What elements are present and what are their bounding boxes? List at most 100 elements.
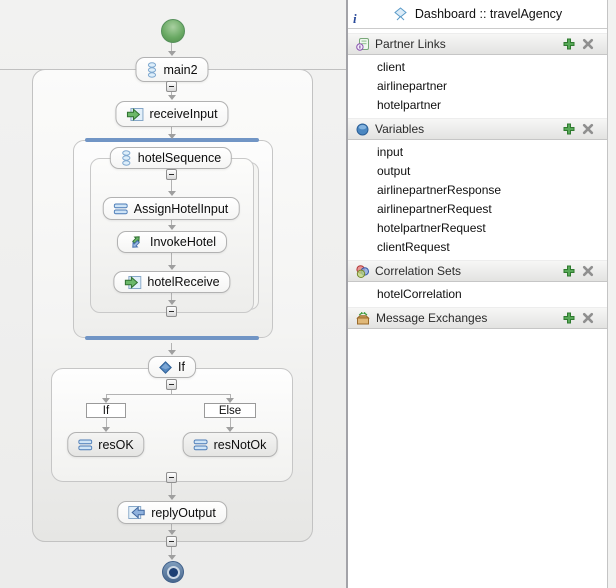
activity-hotelSequence[interactable]: hotelSequence — [109, 147, 233, 169]
activity-label: resOK — [98, 437, 134, 452]
remove-icon[interactable] — [581, 38, 594, 51]
navigator-panel: i Dashboard :: travelAgency Partner Link… — [348, 0, 607, 588]
section-correlation-sets[interactable]: Correlation Sets — [348, 260, 607, 282]
list-item[interactable]: hotelCorrelation — [377, 287, 462, 301]
connector-arrowhead — [168, 350, 176, 355]
remove-icon[interactable] — [581, 123, 594, 136]
collapse-toggle[interactable] — [166, 81, 177, 92]
activity-replyOutput[interactable]: replyOutput — [117, 501, 227, 524]
list-item[interactable]: hotelpartner — [377, 98, 442, 112]
add-icon[interactable] — [562, 312, 575, 325]
if-container[interactable] — [51, 368, 293, 482]
else-branch-label[interactable]: Else — [204, 403, 256, 418]
activity-resOK[interactable]: resOK — [67, 432, 145, 457]
collapse-toggle[interactable] — [166, 536, 177, 547]
assign-icon — [78, 439, 93, 451]
activity-InvokeHotel[interactable]: InvokeHotel — [116, 231, 228, 253]
branch-connector — [106, 394, 231, 395]
splitter-divider[interactable] — [346, 0, 348, 588]
list-item[interactable]: airlinepartner — [377, 79, 448, 93]
connector-arrowhead — [168, 300, 176, 305]
reply-icon — [128, 505, 145, 520]
connector — [171, 547, 172, 556]
list-item[interactable]: output — [377, 164, 411, 178]
sequence-icon — [146, 61, 157, 78]
list-item[interactable]: airlinepartnerRequest — [377, 202, 492, 216]
correlation-sets-list: hotelCorrelation — [348, 282, 607, 307]
add-icon[interactable] — [562, 38, 575, 51]
connector — [230, 417, 231, 428]
connector-arrowhead — [168, 530, 176, 535]
dashboard-icon — [393, 7, 408, 21]
connector — [171, 483, 172, 496]
connector — [171, 293, 172, 301]
list-item[interactable]: client — [377, 60, 406, 74]
remove-icon[interactable] — [581, 265, 594, 278]
connector-arrowhead — [168, 555, 176, 560]
list-item[interactable]: input — [377, 145, 404, 159]
if-diamond-icon — [159, 360, 172, 374]
activity-label: hotelSequence — [137, 151, 222, 165]
process-start-node[interactable] — [161, 19, 185, 43]
scrollbar-track[interactable] — [607, 0, 616, 588]
add-icon[interactable] — [562, 123, 575, 136]
activity-label: main2 — [163, 62, 198, 77]
connector — [171, 220, 172, 226]
collapse-toggle[interactable] — [166, 306, 177, 317]
assign-icon — [113, 203, 128, 215]
flow-bottom-accent — [85, 336, 259, 340]
section-label: Message Exchanges — [376, 311, 488, 325]
message-exchanges-icon — [356, 311, 370, 325]
process-end-node[interactable] — [162, 561, 184, 583]
message-exchanges-list — [348, 329, 607, 335]
partner-links-list: client airlinepartner hotelpartner — [348, 55, 607, 118]
activity-main2[interactable]: main2 — [135, 57, 209, 82]
remove-icon[interactable] — [581, 312, 594, 325]
sequence-icon — [121, 150, 132, 166]
collapse-toggle[interactable] — [166, 379, 177, 390]
connector-arrowhead — [102, 398, 110, 403]
connector — [106, 394, 107, 399]
activity-label: receiveInput — [149, 107, 218, 121]
if-branch-label[interactable]: If — [86, 403, 126, 418]
activity-receiveInput[interactable]: receiveInput — [115, 101, 229, 127]
activity-label: resNotOk — [213, 437, 267, 452]
list-item[interactable]: clientRequest — [377, 240, 450, 254]
section-label: Correlation Sets — [375, 264, 462, 278]
invoke-icon — [128, 234, 144, 250]
connector — [171, 180, 172, 192]
activity-label: replyOutput — [151, 505, 216, 520]
list-item[interactable]: airlinepartnerResponse — [377, 183, 502, 197]
collapse-toggle[interactable] — [166, 472, 177, 483]
section-label: Partner Links — [375, 37, 446, 51]
activity-label: InvokeHotel — [149, 235, 217, 249]
activity-resNotOk[interactable]: resNotOk — [182, 432, 278, 457]
info-icon[interactable]: i — [353, 11, 357, 26]
add-icon[interactable] — [562, 265, 575, 278]
connector-arrowhead — [168, 225, 176, 230]
connector-arrowhead — [168, 95, 176, 100]
activity-hotelReceive[interactable]: hotelReceive — [113, 271, 231, 293]
flow-top-accent — [85, 138, 259, 142]
section-message-exchanges[interactable]: Message Exchanges — [348, 307, 607, 329]
assign-icon — [193, 439, 208, 451]
connector-arrowhead — [168, 191, 176, 196]
activity-label: hotelReceive — [147, 275, 220, 289]
bpel-diagram-canvas[interactable]: main2 receiveInput hotelSequence AssignH… — [0, 0, 346, 588]
list-item[interactable]: hotelpartnerRequest — [377, 221, 486, 235]
section-label: Variables — [375, 122, 425, 136]
connector-arrowhead — [168, 51, 176, 56]
connector-arrowhead — [168, 265, 176, 270]
section-variables[interactable]: Variables — [348, 118, 607, 140]
activity-AssignHotelInput[interactable]: AssignHotelInput — [102, 197, 240, 220]
activity-label: If — [178, 360, 185, 374]
correlation-sets-icon — [356, 264, 369, 278]
section-partner-links[interactable]: Partner Links — [348, 33, 607, 55]
connector — [171, 41, 172, 51]
activity-label: AssignHotelInput — [133, 201, 229, 216]
panel-title: Dashboard :: travelAgency — [414, 7, 563, 21]
activity-if[interactable]: If — [148, 356, 196, 378]
connector — [171, 92, 172, 96]
collapse-toggle[interactable] — [166, 169, 177, 180]
